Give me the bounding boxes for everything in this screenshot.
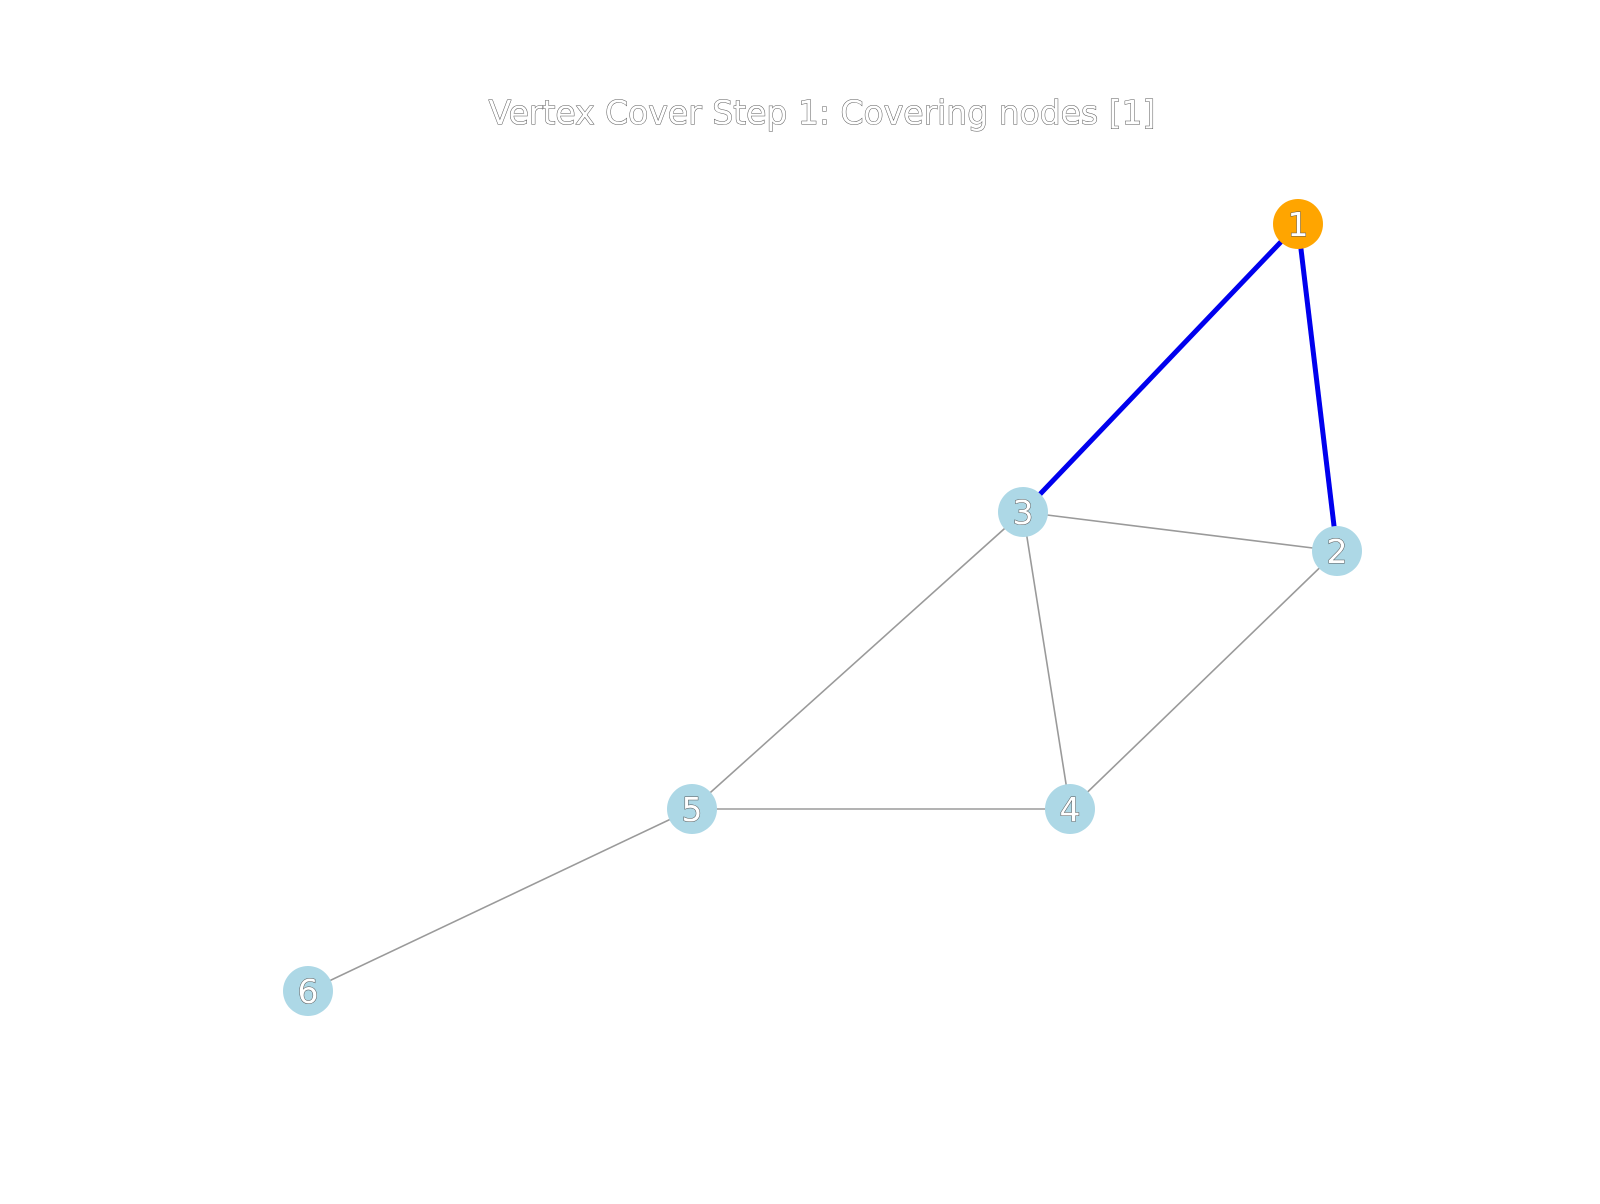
node-label-3: 3 bbox=[1013, 493, 1034, 532]
edge-3-2 bbox=[1022, 511, 1338, 552]
figure-title: Vertex Cover Step 1: Covering nodes [1] bbox=[489, 93, 1156, 132]
node-label-5: 5 bbox=[682, 790, 703, 829]
node-5: 5 bbox=[667, 784, 717, 834]
node-label-6: 6 bbox=[298, 972, 319, 1011]
node-circle-5 bbox=[667, 784, 717, 834]
node-6: 6 bbox=[283, 966, 333, 1016]
edge-5-6 bbox=[307, 808, 693, 992]
node-circle-6 bbox=[283, 966, 333, 1016]
edge-2-4 bbox=[1069, 550, 1338, 810]
edge-1-2-covered bbox=[1295, 223, 1340, 552]
node-label-2: 2 bbox=[1327, 532, 1348, 571]
edge-3-5 bbox=[691, 511, 1024, 810]
node-circle-1 bbox=[1273, 199, 1323, 249]
node-label-4: 4 bbox=[1060, 790, 1081, 829]
node-2: 2 bbox=[1312, 526, 1362, 576]
node-circle-4 bbox=[1045, 784, 1095, 834]
nodes-layer: 1 2 3 4 5 6 bbox=[283, 199, 1362, 1016]
edges-layer bbox=[307, 222, 1340, 992]
node-3: 3 bbox=[998, 487, 1048, 537]
node-circle-2 bbox=[1312, 526, 1362, 576]
node-4: 4 bbox=[1045, 784, 1095, 834]
edge-1-3-covered bbox=[1021, 222, 1300, 514]
node-circle-3 bbox=[998, 487, 1048, 537]
node-label-1: 1 bbox=[1288, 205, 1309, 244]
node-1-covered: 1 bbox=[1273, 199, 1323, 249]
edge-3-4 bbox=[1022, 511, 1071, 810]
